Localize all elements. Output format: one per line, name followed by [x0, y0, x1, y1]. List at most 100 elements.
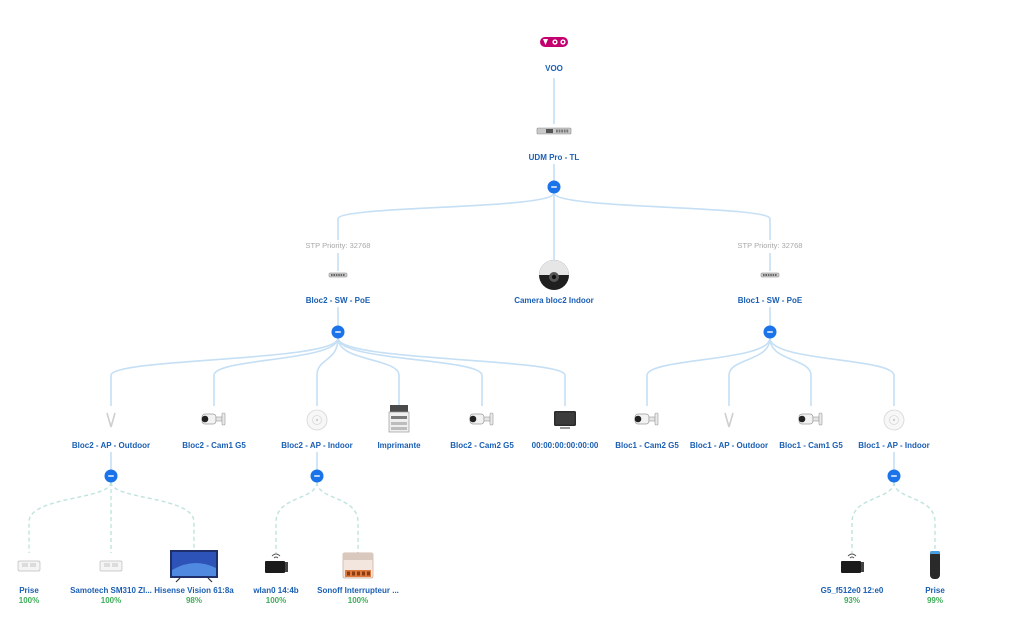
collapse-button-bloc2-ap-outdoor[interactable]: [104, 469, 118, 483]
node-bloc2-cam2-g5[interactable]: Bloc2 - Cam2 G5: [450, 412, 514, 450]
node-label: Bloc1 - AP - Indoor: [858, 441, 930, 450]
link-switch-bloc1-cam1-g5: [769, 337, 812, 406]
smart-plug-icon: [17, 560, 41, 572]
node-label: wlan0 14:4b: [252, 586, 298, 595]
voo-logo-icon: [540, 37, 568, 47]
link-switch-bloc2-cam2-g5: [337, 337, 483, 406]
bullet-camera-icon: [201, 412, 226, 426]
gateway-collapse-button[interactable]: [547, 180, 561, 194]
udm-pro-icon: [536, 127, 572, 135]
gateway-node[interactable]: UDM Pro - TL: [529, 127, 580, 162]
printer-icon: [388, 405, 410, 433]
node-imprimante[interactable]: Imprimante: [377, 405, 421, 450]
node-bloc1-ap-outdoor[interactable]: Bloc1 - AP - Outdoor: [690, 412, 768, 450]
node-bloc2-cam1-g5[interactable]: Bloc2 - Cam1 G5: [182, 412, 246, 450]
node-bloc1-ap-indoor[interactable]: Bloc1 - AP - Indoor: [858, 409, 930, 450]
link-wifi-g5-f512e0-12-e0: [851, 481, 895, 553]
node-label: UDM Pro - TL: [529, 153, 580, 162]
link-wifi-prise: [28, 481, 112, 553]
stp-priority-label: STP Priority: 32768: [306, 241, 371, 250]
collapse-button-bloc2-sw-poe[interactable]: [331, 325, 345, 339]
outdoor-ap-icon: [106, 412, 116, 428]
link-switch-bloc2-cam1-g5: [213, 337, 339, 406]
collapse-button-bloc1-sw-poe[interactable]: [763, 325, 777, 339]
signal-percent: 98%: [186, 596, 202, 605]
node-label: Camera bloc2 Indoor: [514, 296, 594, 305]
node-label: Sonoff Interrupteur ...: [317, 586, 399, 595]
isp-node[interactable]: VOO: [540, 37, 568, 73]
topology-nodes: VOO UDM Pro - TL Bloc2 - SW - PoE Camera bl…: [17, 37, 945, 605]
node-label: Bloc2 - SW - PoE: [306, 296, 371, 305]
link-wifi-hisense-vision-61-8a: [110, 481, 195, 553]
node-label: Hisense Vision 61:8a: [154, 586, 234, 595]
indoor-ap-icon: [306, 409, 328, 431]
sonoff-switch-icon: [342, 552, 374, 579]
bullet-camera-icon: [634, 412, 659, 426]
dome-camera-icon: [539, 260, 569, 290]
node-00-00-00-00-00-00[interactable]: 00:00:00:00:00:00: [532, 411, 599, 450]
signal-percent: 99%: [927, 596, 943, 605]
smart-plug-icon: [99, 560, 123, 572]
switch-icon: [328, 272, 348, 278]
switch-icon: [760, 272, 780, 278]
topology-extras: STP Priority: 32768 STP Priority: 32768: [306, 241, 803, 250]
link-wifi-prise: [893, 481, 936, 553]
tv-icon: [170, 550, 218, 583]
stp-priority-label: STP Priority: 32768: [738, 241, 803, 250]
topology-links: [28, 78, 936, 553]
link-switch-00-00-00-00-00-00: [337, 337, 566, 406]
node-label: Bloc2 - Cam1 G5: [182, 441, 246, 450]
node-label: Bloc1 - Cam2 G5: [615, 441, 679, 450]
signal-percent: 100%: [266, 596, 286, 605]
node-bloc1-cam1-g5[interactable]: Bloc1 - Cam1 G5: [779, 412, 843, 450]
node-label: Bloc2 - Cam2 G5: [450, 441, 514, 450]
wifi-device-icon: [841, 553, 864, 573]
node-bloc2-ap-outdoor[interactable]: Bloc2 - AP - Outdoor: [72, 412, 150, 450]
bullet-camera-icon: [469, 412, 494, 426]
bullet-camera-icon: [798, 412, 823, 426]
signal-percent: 100%: [19, 596, 39, 605]
node-label: Bloc2 - AP - Indoor: [281, 441, 353, 450]
node-label: Samotech SM310 ZI...: [70, 586, 152, 595]
indoor-ap-icon: [883, 409, 905, 431]
monitor-icon: [554, 411, 576, 429]
node-label: Prise: [19, 586, 39, 595]
collapse-button-bloc1-ap-indoor[interactable]: [887, 469, 901, 483]
node-camera-bloc2-indoor[interactable]: Camera bloc2 Indoor: [514, 260, 594, 305]
client-sonoff-interrupteur[interactable]: Sonoff Interrupteur ...100%: [317, 552, 399, 605]
collapse-button-bloc2-ap-indoor[interactable]: [310, 469, 324, 483]
link-switch-bloc2-ap-outdoor: [110, 337, 339, 406]
smart-speaker-icon: [930, 551, 940, 579]
link-switch-bloc1-ap-indoor: [769, 337, 895, 406]
node-label: Bloc2 - AP - Outdoor: [72, 441, 150, 450]
node-bloc1-cam2-g5[interactable]: Bloc1 - Cam2 G5: [615, 412, 679, 450]
node-label: VOO: [545, 64, 563, 73]
outdoor-ap-icon: [724, 412, 734, 428]
signal-percent: 100%: [348, 596, 368, 605]
link-gateway-bloc2-sw-poe: [337, 192, 555, 240]
signal-percent: 93%: [844, 596, 860, 605]
node-label: Imprimante: [377, 441, 421, 450]
node-label: 00:00:00:00:00:00: [532, 441, 599, 450]
link-wifi-sonoff-interrupteur: [316, 481, 359, 553]
signal-percent: 100%: [101, 596, 121, 605]
node-label: Bloc1 - AP - Outdoor: [690, 441, 768, 450]
node-bloc2-ap-indoor[interactable]: Bloc2 - AP - Indoor: [281, 409, 353, 450]
node-label: Bloc1 - Cam1 G5: [779, 441, 843, 450]
link-switch-bloc1-cam2-g5: [646, 337, 771, 406]
link-gateway-bloc1-sw-poe: [553, 192, 771, 240]
node-label: Bloc1 - SW - PoE: [738, 296, 803, 305]
link-switch-bloc2-ap-indoor: [316, 337, 339, 406]
link-wifi-wlan0-14-4b: [275, 481, 318, 553]
link-switch-imprimante: [337, 337, 400, 406]
client-samotech-sm310-zi[interactable]: Samotech SM310 ZI...100%: [70, 560, 152, 605]
node-bloc1-sw-poe[interactable]: Bloc1 - SW - PoE: [738, 272, 803, 305]
node-bloc2-sw-poe[interactable]: Bloc2 - SW - PoE: [306, 272, 371, 305]
link-switch-bloc1-ap-outdoor: [728, 337, 771, 406]
